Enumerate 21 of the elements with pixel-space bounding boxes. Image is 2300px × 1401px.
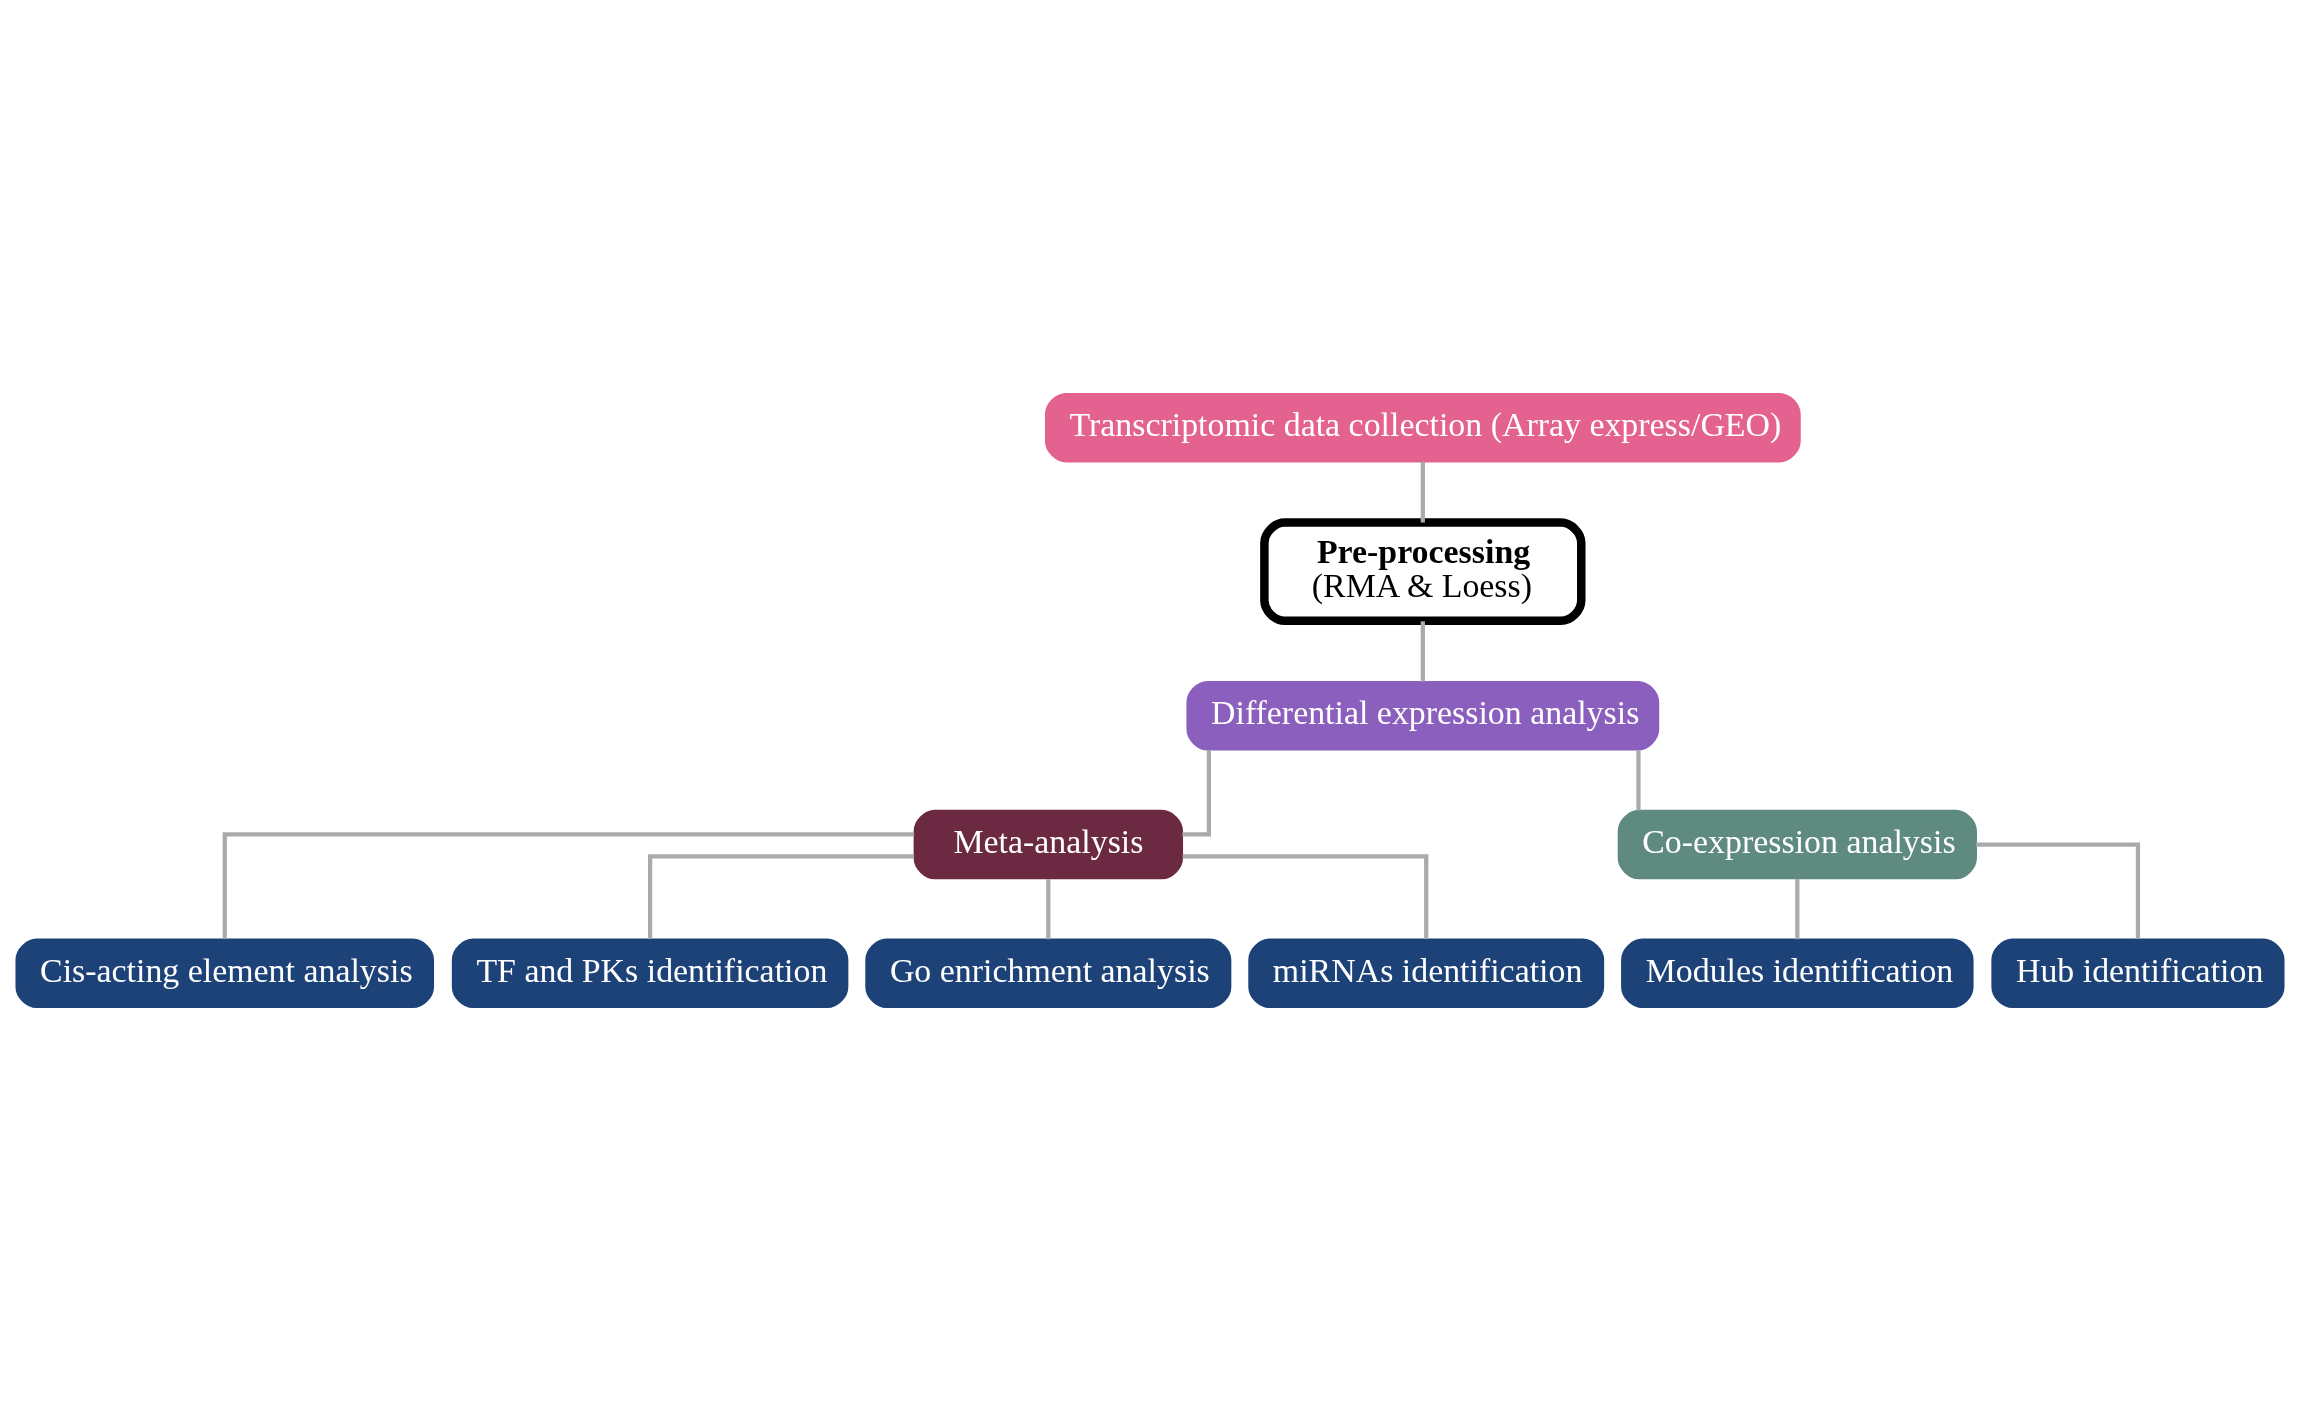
- connector: [222, 832, 915, 939]
- connector: [1182, 750, 1211, 837]
- node-box: Meta-analysis: [913, 809, 1184, 880]
- node-box: Go enrichment analysis: [865, 938, 1232, 1009]
- node-box: Differential expression analysis: [1186, 681, 1660, 751]
- connector: [1046, 879, 1051, 940]
- connector: [1182, 854, 1429, 939]
- connector: [1420, 461, 1425, 523]
- node-box: Hub identification: [1991, 938, 2285, 1009]
- node-box: Pre-processing (RMA & Loess): [1260, 518, 1586, 626]
- node-box: Transcriptomic data collection (Array express/GEO): [1044, 392, 1801, 463]
- connector: [1976, 842, 2141, 939]
- node-box: Co-expression analysis: [1617, 809, 1977, 880]
- connector: [1420, 621, 1425, 682]
- node-box: TF and PKs identification: [451, 938, 849, 1009]
- node-box: Modules identification: [1621, 938, 1974, 1009]
- connector: [1795, 879, 1800, 940]
- connector: [647, 854, 915, 939]
- node-box: Cis-acting element analysis: [15, 938, 435, 1009]
- connector: [1636, 750, 1641, 811]
- node-box: miRNAs identification: [1248, 938, 1605, 1009]
